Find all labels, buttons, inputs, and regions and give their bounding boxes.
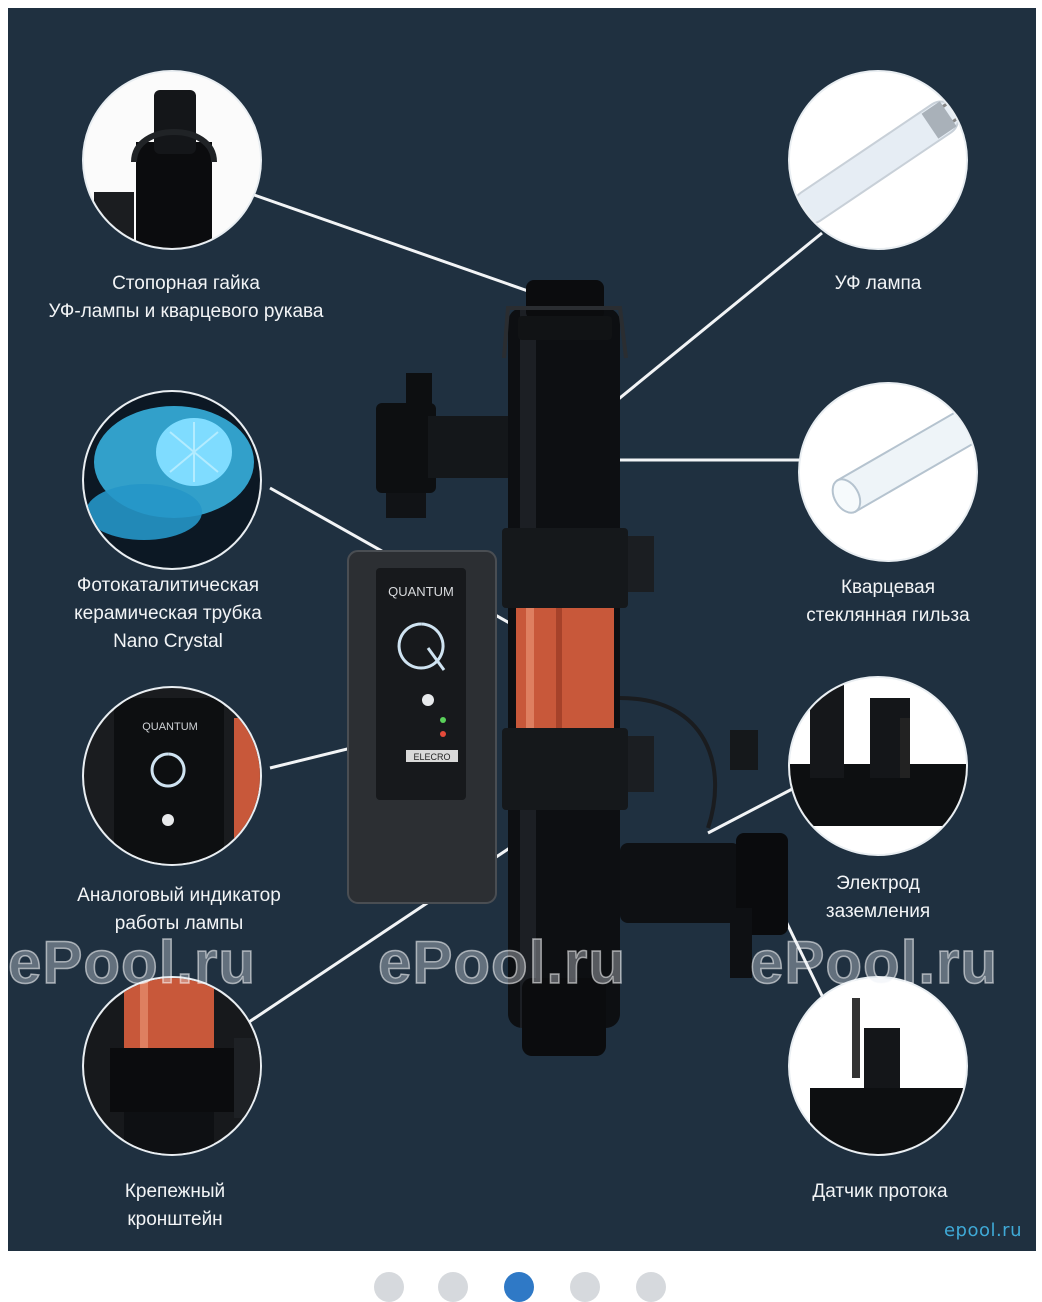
uv-lamp-photo <box>790 72 966 248</box>
nano-crystal-photo <box>84 392 260 568</box>
caption-nano-crystal: Фотокаталитическая керамическая трубка N… <box>74 575 262 652</box>
caption-analog-indicator: Аналоговый индикатор работы лампы <box>77 885 281 934</box>
infographic-panel: QUANTUM ELECRO <box>8 8 1036 1251</box>
line-lock-nut <box>239 188 549 300</box>
caption-bracket: Крепежный кронштейн <box>124 1181 226 1230</box>
caption-flow-sensor: Датчик протока <box>812 1181 948 1202</box>
carousel-dot[interactable] <box>374 1272 404 1302</box>
carousel-dot-active[interactable] <box>504 1272 534 1302</box>
lock-nut-photo <box>84 72 260 248</box>
device-maker-label: ELECRO <box>413 752 450 762</box>
flow-sensor-photo <box>790 978 966 1154</box>
caption-lock-nut: Стопорная гайка УФ-лампы и кварцевого ру… <box>48 273 324 322</box>
carousel-dot[interactable] <box>570 1272 600 1302</box>
caption-ground-electrode: Электрод заземления <box>825 873 931 922</box>
line-ground-electrode <box>707 784 799 835</box>
carousel-dot[interactable] <box>438 1272 468 1302</box>
line-uv-lamp <box>582 231 823 430</box>
bracket-photo <box>84 978 260 1154</box>
analog-indicator-photo: QUANTUM <box>84 688 260 864</box>
caption-uv-lamp: УФ лампа <box>834 273 922 294</box>
watermark-left: ePool.ru <box>8 928 257 997</box>
watermark-center: ePool.ru <box>377 928 627 997</box>
watermark-right: ePool.ru <box>749 928 999 997</box>
device-brand-label: QUANTUM <box>388 584 454 599</box>
ground-electrode-photo <box>790 678 966 854</box>
svg-text:QUANTUM: QUANTUM <box>142 721 198 733</box>
carousel-pagination <box>0 1262 1042 1302</box>
corner-logo: epool.ru <box>943 1220 1022 1241</box>
uv-device-illustration: QUANTUM ELECRO <box>347 280 788 1056</box>
caption-quartz-sleeve: Кварцевая стеклянная гильза <box>806 577 970 626</box>
quartz-sleeve-photo <box>800 384 976 560</box>
carousel-dot[interactable] <box>636 1272 666 1302</box>
